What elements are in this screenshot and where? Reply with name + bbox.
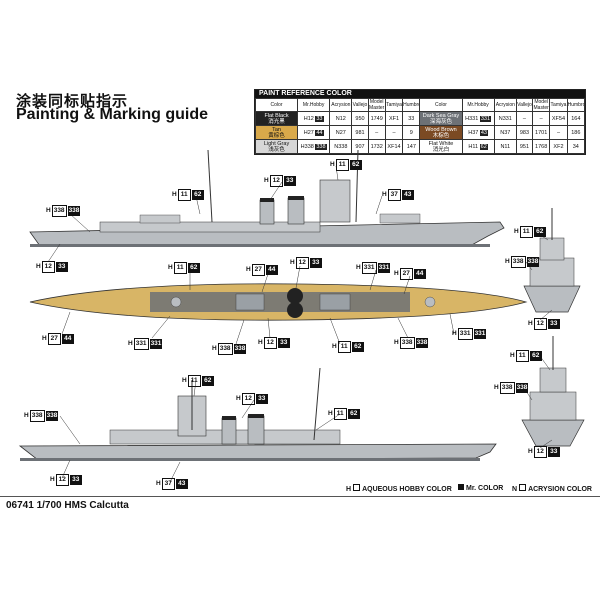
footer-divider — [0, 496, 600, 497]
paint-table: Color Mr.Hobby Acrysion Vallejo Model Ma… — [254, 98, 586, 154]
ship-profile-bottom — [18, 367, 497, 461]
humbrol-code: 34 — [566, 139, 586, 154]
leader-lines — [47, 165, 553, 483]
ship-rear-view — [521, 336, 585, 447]
ship-profile-top — [29, 149, 505, 247]
title-chinese: 涂装同标贴指示 — [16, 92, 129, 110]
legend-mr-color: Mr. COLOR — [458, 484, 503, 492]
title-english: Painting & Marking guide — [16, 106, 209, 123]
paint-reference-table: PAINT REFERENCE COLOR Color Mr.Hobby Acr… — [254, 89, 586, 155]
paint-table-header: Color Mr.Hobby Acrysion Vallejo Model Ma… — [254, 98, 586, 112]
mrhobby-code: H11 62 — [461, 139, 495, 154]
paint-reference-title: PAINT REFERENCE COLOR — [255, 90, 585, 98]
product-title: 06741 1/700 HMS Calcutta — [6, 500, 129, 511]
humbrol-code: 9 — [402, 125, 421, 140]
acrysion-code: N11 — [493, 139, 517, 154]
black-square-icon — [458, 484, 464, 490]
acrysion-code: N338 — [329, 139, 353, 154]
acrysion-code: N27 — [329, 125, 353, 140]
mrhobby-code: H331 331 — [461, 111, 495, 126]
ship-drawings — [18, 149, 585, 483]
humbrol-code: 147 — [402, 139, 421, 154]
ship-plan-view — [29, 283, 528, 321]
